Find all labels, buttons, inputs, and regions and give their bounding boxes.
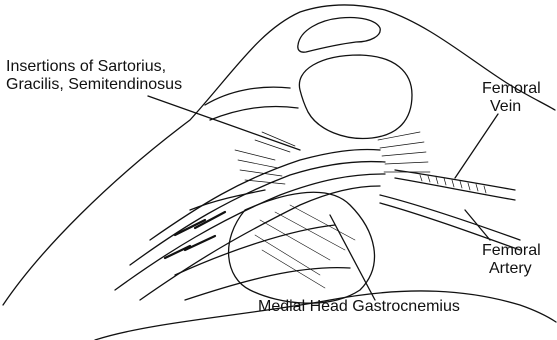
upper-fold bbox=[205, 87, 290, 105]
label-femoral-vein-line1: Femoral bbox=[482, 80, 541, 98]
label-insertions-line2: Gracilis, Semitendinosus bbox=[6, 76, 182, 94]
leader-insertions bbox=[148, 96, 300, 150]
label-medial-head-gastrocnemius: Medial Head Gastrocnemius bbox=[258, 298, 460, 316]
label-insertions-line1: Insertions of Sartorius, bbox=[6, 58, 166, 76]
femoral-vein bbox=[395, 170, 515, 190]
label-femoral-artery-line1: Femoral bbox=[482, 242, 541, 260]
femoral-artery bbox=[380, 195, 520, 240]
leader-medial-head bbox=[330, 215, 375, 300]
gastrocnemius-medial-head bbox=[229, 192, 375, 303]
patella bbox=[298, 17, 380, 52]
leader-femoral-vein bbox=[455, 114, 498, 178]
label-femoral-artery-line2: Artery bbox=[489, 260, 532, 278]
label-femoral-vein-line2: Vein bbox=[490, 98, 521, 116]
femoral-condyle bbox=[299, 55, 412, 138]
